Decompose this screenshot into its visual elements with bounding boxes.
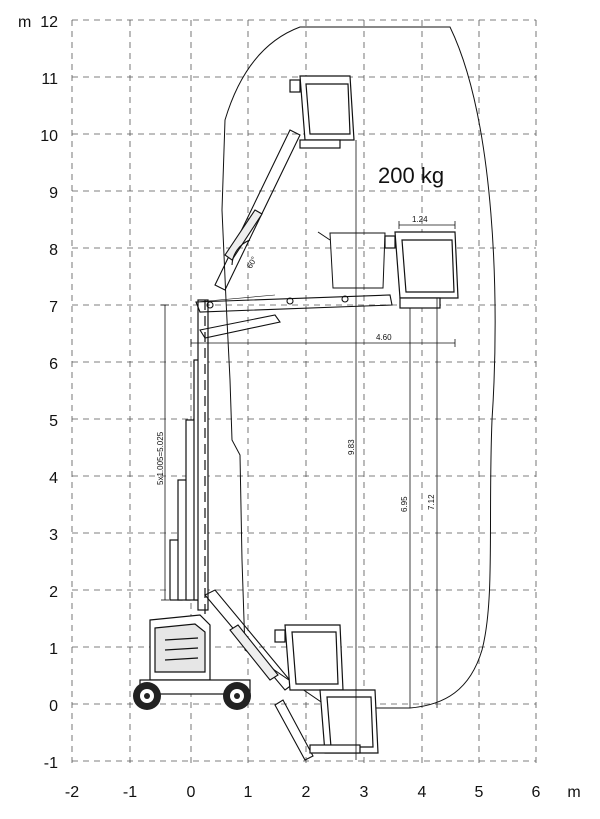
x-tick-1: 1 (244, 784, 253, 801)
x-tick-0: 0 (187, 784, 196, 801)
height-b-label: 7.12 (427, 494, 436, 510)
platform-top (289, 75, 355, 149)
x-unit-label: m (567, 784, 580, 801)
height-a-label: 6.95 (400, 496, 409, 512)
working-envelope (221, 26, 496, 709)
platform-width-label: 1.24 (412, 215, 428, 224)
platform-ghost (317, 231, 386, 289)
x-tick-4: 4 (418, 784, 427, 801)
platform-ground (274, 624, 344, 691)
x-tick-2: 2 (302, 784, 311, 801)
y-tick-0: 0 (49, 698, 58, 715)
angle-label: 60° (245, 255, 259, 270)
y-axis-ticks: 12 11 10 9 8 7 6 5 4 3 2 1 0 -1 (40, 14, 58, 772)
y-tick-8: 8 (49, 242, 58, 259)
y-tick-2: 2 (49, 584, 58, 601)
platform-outreach (384, 231, 459, 309)
machine-base (139, 614, 251, 695)
y-tick-1: 1 (49, 641, 58, 658)
dimension-lines (161, 140, 456, 760)
mast-dimension-label: 5x1.005=5.025 (156, 431, 165, 485)
x-axis-ticks: -2 -1 0 1 2 3 4 5 6 (65, 784, 541, 801)
max-height-label: 9.83 (347, 439, 356, 455)
x-tick-5: 5 (475, 784, 484, 801)
capacity-label: 200 kg (378, 163, 444, 188)
y-tick-12: 12 (40, 14, 58, 31)
jib-arm (195, 294, 393, 339)
below-ground-arm (274, 699, 314, 761)
y-tick-11: 11 (41, 71, 58, 88)
y-tick-minus-1: -1 (44, 755, 58, 772)
x-tick-minus-2: -2 (65, 784, 79, 801)
y-tick-9: 9 (49, 185, 58, 202)
y-unit-label: m (18, 14, 31, 31)
y-tick-10: 10 (40, 128, 58, 145)
x-tick-minus-1: -1 (123, 784, 137, 801)
outreach-label: 4.60 (376, 333, 392, 342)
platform-below-ground (309, 689, 379, 754)
x-tick-6: 6 (532, 784, 541, 801)
wheel-left (133, 682, 161, 710)
y-tick-6: 6 (49, 356, 58, 373)
telescopic-mast (169, 299, 209, 620)
y-tick-7: 7 (49, 299, 58, 316)
wheel-right (223, 682, 251, 710)
y-tick-3: 3 (49, 527, 58, 544)
x-tick-3: 3 (360, 784, 369, 801)
raised-arm (195, 129, 301, 303)
y-tick-5: 5 (49, 413, 58, 430)
y-tick-4: 4 (49, 470, 58, 487)
